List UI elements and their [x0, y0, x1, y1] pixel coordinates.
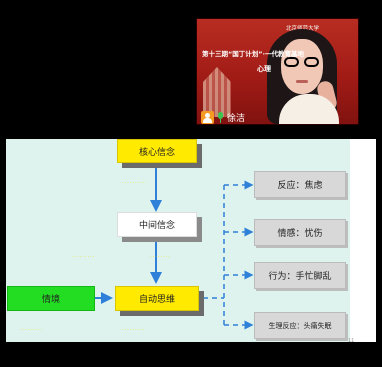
microphone-icon[interactable]: [217, 111, 224, 123]
automatic-thought-box[interactable]: 自动思维: [115, 286, 199, 311]
video-banner-subtitle: 心理: [257, 65, 271, 73]
yellow-dotted-hint-4: ·········: [20, 327, 44, 333]
yellow-dotted-hint-2: ·········: [72, 254, 96, 260]
person-icon: [201, 110, 214, 124]
speaker-video-window[interactable]: 北京师范大学 第十三期“国丁计划”·一代教育基地 心理 徐洁: [196, 18, 359, 125]
yellow-dotted-hint-3: ········: [150, 254, 171, 260]
slide-right-strip: [350, 139, 376, 342]
video-banner-title: 第十三期“国丁计划”·一代教育基地: [202, 50, 305, 58]
speaker-glasses: [284, 57, 320, 68]
bottom-black-area: [0, 342, 382, 367]
physiological-box[interactable]: 生理反应：头痛失眠: [254, 312, 346, 339]
speaker-mouth: [296, 80, 308, 83]
core-belief-box[interactable]: 核心信念: [117, 139, 197, 163]
reaction-box[interactable]: 反应：焦虑: [254, 171, 346, 198]
slide-page-number: 11: [348, 338, 355, 344]
emotion-box[interactable]: 情感：忧伤: [254, 219, 346, 246]
intermediate-belief-box[interactable]: 中间信念: [117, 212, 197, 237]
speaker-name: 徐洁: [227, 113, 246, 124]
speaker-name-bar: 徐洁: [197, 109, 295, 124]
behavior-box[interactable]: 行为：手忙脚乱: [254, 262, 346, 289]
yellow-dotted-hint-5: ·········: [122, 327, 146, 333]
situation-box[interactable]: 情境: [7, 286, 95, 311]
yellow-dotted-hint-1: ··········: [122, 180, 148, 186]
